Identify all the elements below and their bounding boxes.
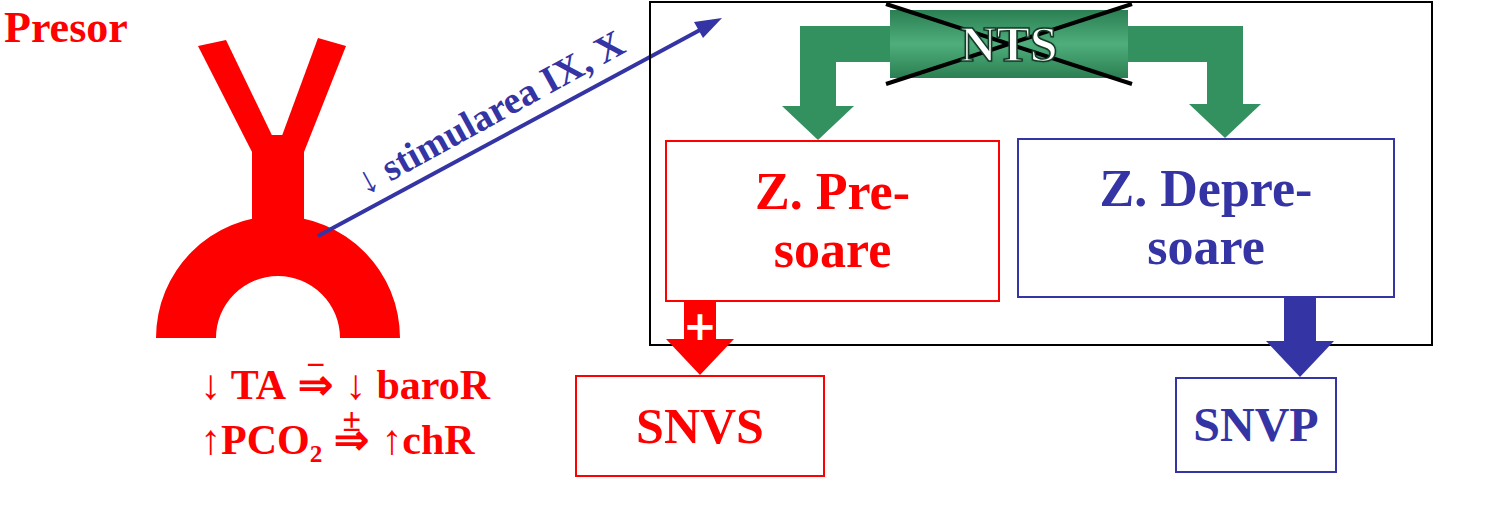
pressor-zone-box: Z. Pre- soare xyxy=(665,140,1000,302)
condition-text: ↓ TA xyxy=(200,361,286,409)
arrow-group: ⇒± xyxy=(334,415,369,464)
sympathetic-box: SNVS xyxy=(575,375,825,477)
condition-text: ↓ baroR xyxy=(345,361,490,409)
condition-text: ↑PCO₂ xyxy=(200,416,322,464)
node-text: Z. Pre- soare xyxy=(728,163,938,279)
sign-mark: ± xyxy=(334,401,369,439)
blue-arrow xyxy=(1266,298,1334,377)
node-text: Z. Depre- soare xyxy=(1074,160,1339,276)
brainstem-frame xyxy=(650,2,1432,345)
condition-row: ↑PCO₂⇒±↑chR xyxy=(200,415,475,464)
red-arrow xyxy=(666,302,734,375)
green-arrow xyxy=(782,44,890,140)
nerve-line xyxy=(318,18,722,236)
arrow-group: ⇒− xyxy=(298,360,333,409)
node-text: SNVS xyxy=(636,398,764,454)
depressor-zone-box: Z. Depre- soare xyxy=(1017,138,1395,298)
condition-text: ↑chR xyxy=(381,416,474,464)
green-arrow xyxy=(1128,44,1261,138)
title-label: Presor xyxy=(4,2,128,53)
node-text: NTS xyxy=(960,16,1057,72)
sign-mark: − xyxy=(298,346,333,384)
nts-box: NTS xyxy=(890,10,1128,78)
sign-label: + xyxy=(683,306,717,346)
parasympathetic-box: SNVP xyxy=(1175,377,1337,473)
node-text: SNVP xyxy=(1193,398,1318,452)
nerve-label: ↓ stimularea IX, X xyxy=(348,21,631,204)
